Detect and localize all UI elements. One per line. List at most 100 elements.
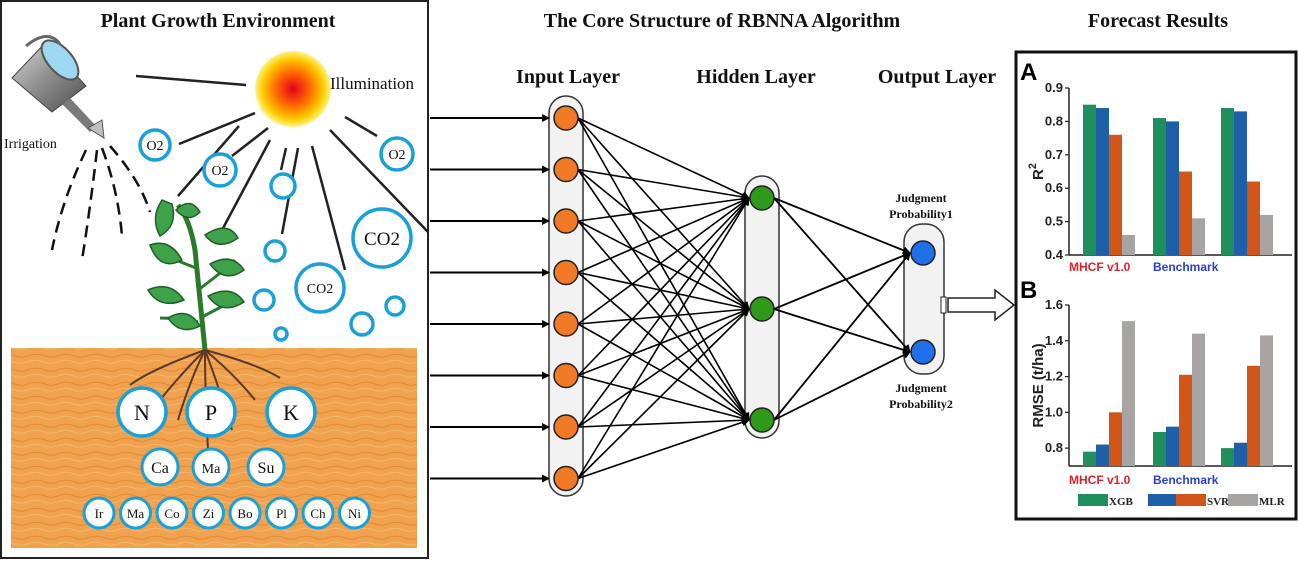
- edge-input-hidden: [577, 418, 750, 480]
- edge-input-hidden: [577, 194, 750, 222]
- bar: [1096, 108, 1109, 255]
- micro-nutrient-label: Zi: [203, 506, 215, 521]
- output-node: [910, 240, 936, 266]
- y-tick-label: 0.7: [1045, 147, 1063, 162]
- bar: [1247, 365, 1260, 466]
- group-label: Benchmark: [1153, 473, 1219, 487]
- hidden-node: [749, 185, 775, 211]
- edge-hidden-output: [773, 351, 911, 421]
- input-layer-label: Input Layer: [516, 66, 620, 88]
- left-title: Plant Growth Environment: [101, 10, 336, 32]
- edge-input-hidden: [577, 197, 750, 325]
- edge-input-hidden: [577, 197, 750, 377]
- watering-can-icon: [11, 35, 105, 139]
- bar: [1260, 214, 1273, 255]
- output-node: [910, 339, 936, 365]
- edge-input-hidden: [577, 197, 750, 274]
- input-node: [553, 208, 579, 234]
- legend-swatch: [1228, 494, 1258, 506]
- o2-bubble: [379, 136, 415, 172]
- bar: [1122, 234, 1135, 255]
- sun-icon: [255, 51, 331, 127]
- bubble: [269, 172, 297, 200]
- edge-input-hidden: [577, 117, 750, 199]
- hollow-arrow-icon: [940, 288, 1016, 322]
- network-nodes: [553, 105, 936, 492]
- input-arrows: [430, 114, 550, 483]
- bubble: [273, 326, 289, 342]
- bar: [1179, 374, 1192, 466]
- judgment2-line2: Probability2: [889, 397, 953, 411]
- group-label: Benchmark: [1153, 260, 1219, 274]
- right-title: Forecast Results: [1088, 10, 1228, 32]
- edge-input-hidden: [577, 168, 750, 201]
- edge-hidden-output: [773, 308, 911, 354]
- edge-input-hidden: [577, 117, 750, 310]
- y-tick-label: 1.6: [1045, 297, 1063, 312]
- edge-hidden-output: [773, 197, 911, 353]
- edge-input-hidden: [577, 308, 750, 480]
- judgment2-line1: Judgment: [895, 381, 946, 395]
- nutrient-p: P: [205, 400, 217, 425]
- micro-nutrient-label: Ma: [127, 506, 145, 521]
- y-axis-label-sup: 2: [1027, 163, 1039, 169]
- edge-input-hidden: [577, 169, 750, 421]
- macro-nutrients: N P K: [116, 386, 317, 438]
- edge-input-hidden: [577, 305, 750, 325]
- micro-nutrient-label: Bo: [237, 506, 252, 521]
- micro-nutrient-circle: [155, 496, 189, 530]
- bar: [1221, 108, 1234, 255]
- illumination-label: Illumination: [330, 74, 415, 93]
- bubble: [252, 288, 276, 312]
- gas-bubbles: [138, 128, 415, 342]
- y-tick-label: 0.8: [1045, 440, 1063, 455]
- micro-nutrient-circle: [228, 496, 262, 530]
- micro-nutrient-label: Ch: [310, 506, 326, 521]
- legend-swatch: [1176, 494, 1206, 506]
- nutrient-ca: Ca: [151, 460, 169, 477]
- input-node: [553, 465, 579, 492]
- bar: [1096, 444, 1109, 466]
- micro-nutrient-circle: [265, 496, 298, 530]
- edge-input-hidden: [577, 220, 750, 421]
- hidden-layer-label: Hidden Layer: [696, 66, 816, 88]
- bar: [1166, 121, 1179, 256]
- legend-label: MLR: [1259, 496, 1286, 508]
- micro-nutrient-label: Pl: [276, 506, 287, 521]
- middle-title: The Core Structure of RBNNA Algorithm: [544, 10, 901, 32]
- input-node: [553, 156, 579, 183]
- input-node: [553, 362, 579, 389]
- y-tick-label: 1.2: [1045, 369, 1063, 384]
- edge-input-hidden: [577, 197, 750, 479]
- judgment1-line1: Judgment: [895, 191, 946, 205]
- y-tick-label: 1.4: [1045, 333, 1064, 348]
- nutrient-k: K: [283, 400, 299, 425]
- panel-letter: A: [1020, 59, 1037, 86]
- edge-input-hidden: [577, 308, 750, 428]
- bar: [1083, 104, 1096, 255]
- y-tick-label: 0.5: [1045, 214, 1063, 229]
- secondary-nutrients: Ca Ma Su: [140, 447, 286, 487]
- edge-input-hidden: [577, 416, 750, 428]
- judgment1-line2: Probability1: [889, 207, 953, 221]
- input-node: [553, 311, 579, 337]
- water-drops: [50, 145, 152, 261]
- micro-nutrient-circle: [119, 496, 152, 530]
- hidden-node: [749, 407, 775, 433]
- bar: [1247, 181, 1260, 255]
- legend-swatch: [1078, 494, 1108, 506]
- o2-bubble: [202, 152, 238, 188]
- micro-nutrient-circle: [192, 496, 225, 530]
- irrigation-label: Irrigation: [4, 137, 57, 152]
- forecast-panel: Forecast Results A0.40.50.60.70.80.9R2MH…: [1014, 10, 1298, 521]
- edge-input-hidden: [577, 374, 750, 423]
- y-tick-label: 1.0: [1045, 404, 1063, 419]
- edge-input-hidden: [577, 323, 750, 421]
- input-node: [553, 105, 579, 131]
- micro-nutrient-circle: [338, 496, 371, 530]
- input-node: [553, 414, 579, 440]
